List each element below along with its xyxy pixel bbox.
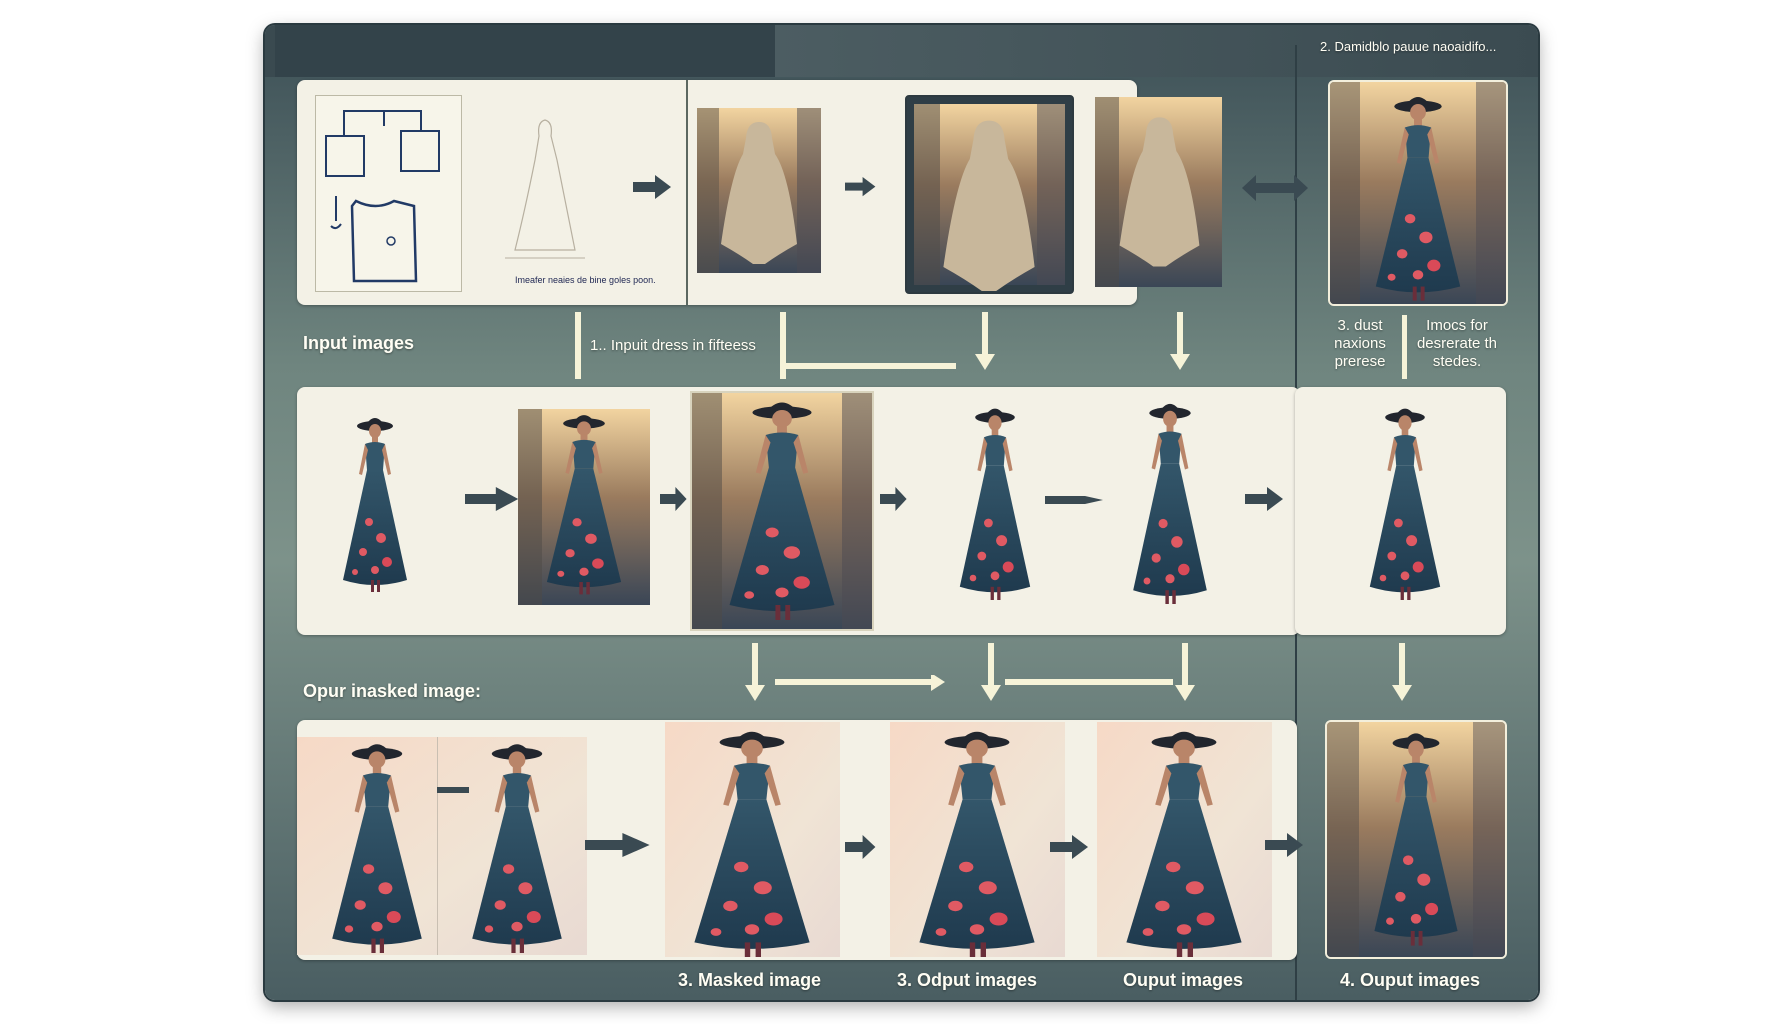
arrow-right-icon (660, 487, 687, 511)
arrow-down-icon (975, 312, 995, 370)
silhouette-image-2-selected[interactable] (905, 95, 1074, 294)
arrow-right-icon (1245, 487, 1283, 511)
arrow-right-icon (1045, 496, 1103, 504)
output-images-4-label: 4. Ouput images (1340, 970, 1481, 990)
output-images-3-label: 3. Odput images (897, 970, 1038, 990)
arrow-right-icon (1050, 835, 1088, 859)
arrow-down-icon (1392, 643, 1412, 701)
result-image-1 (1328, 80, 1508, 306)
dress-sketch (485, 100, 605, 270)
arrow-right-icon (465, 487, 519, 511)
final-output-image (1325, 720, 1507, 959)
silhouette-image-1 (697, 108, 821, 273)
sketch-caption: Imeafer neaies de bine goles poon. (515, 275, 656, 285)
woman-figure-2 (959, 408, 1031, 600)
arrow-down-icon (1170, 312, 1190, 370)
side-caption-a: 3. dust naxions prerese (1334, 317, 1386, 370)
woman-figure-result (1369, 408, 1441, 600)
arrow-double-icon (1242, 175, 1308, 201)
step1-bracket (575, 312, 581, 379)
arrow-right-icon (880, 487, 907, 511)
output-image-thumb-1 (890, 722, 1065, 957)
arrow-down-icon (981, 643, 1001, 701)
masked-image-label: 3. Masked image (678, 970, 822, 990)
output-image-thumb-2 (1097, 722, 1272, 957)
sketch-icon (315, 95, 462, 292)
arrow-down-icon (1175, 643, 1195, 701)
top-bar (265, 25, 1538, 77)
side-bracket (1402, 315, 1407, 379)
side-caption-b: Imocs for desrerate th stedes. (1416, 317, 1498, 370)
arrow-right-icon (633, 175, 671, 199)
arrow-line-icon (1005, 679, 1173, 685)
street-photo-2 (690, 391, 874, 631)
workflow-board: 2. Damidblo pauue naoaidifo... Imeafer n… (265, 25, 1538, 1000)
step1-label: 1.. Inpuit dress in fifteess (590, 337, 756, 354)
arrow-line-icon (786, 363, 956, 369)
arrow-line-icon (775, 675, 945, 691)
masked-pair (297, 737, 587, 955)
woman-figure-icon (343, 418, 407, 592)
masked-image-thumb (665, 722, 840, 957)
row1-separator (686, 80, 688, 305)
arrow-right-icon (845, 177, 876, 197)
street-photo-1 (518, 409, 650, 605)
input-images-label: Input images (303, 333, 415, 353)
step1-bracket-right (780, 312, 786, 379)
arrow-right-icon (1265, 833, 1303, 857)
woman-figure-3 (1133, 403, 1207, 604)
arrow-right-icon (585, 833, 650, 857)
silhouette-image-3 (1095, 97, 1222, 287)
header-step-label: 2. Damidblo pauue naoaidifo... (1320, 39, 1497, 54)
arrow-down-icon (745, 643, 765, 701)
output-images-label: Ouput images (1123, 970, 1244, 990)
output-masked-label: Opur inasked image: (303, 681, 482, 701)
arrow-right-icon (845, 835, 876, 859)
